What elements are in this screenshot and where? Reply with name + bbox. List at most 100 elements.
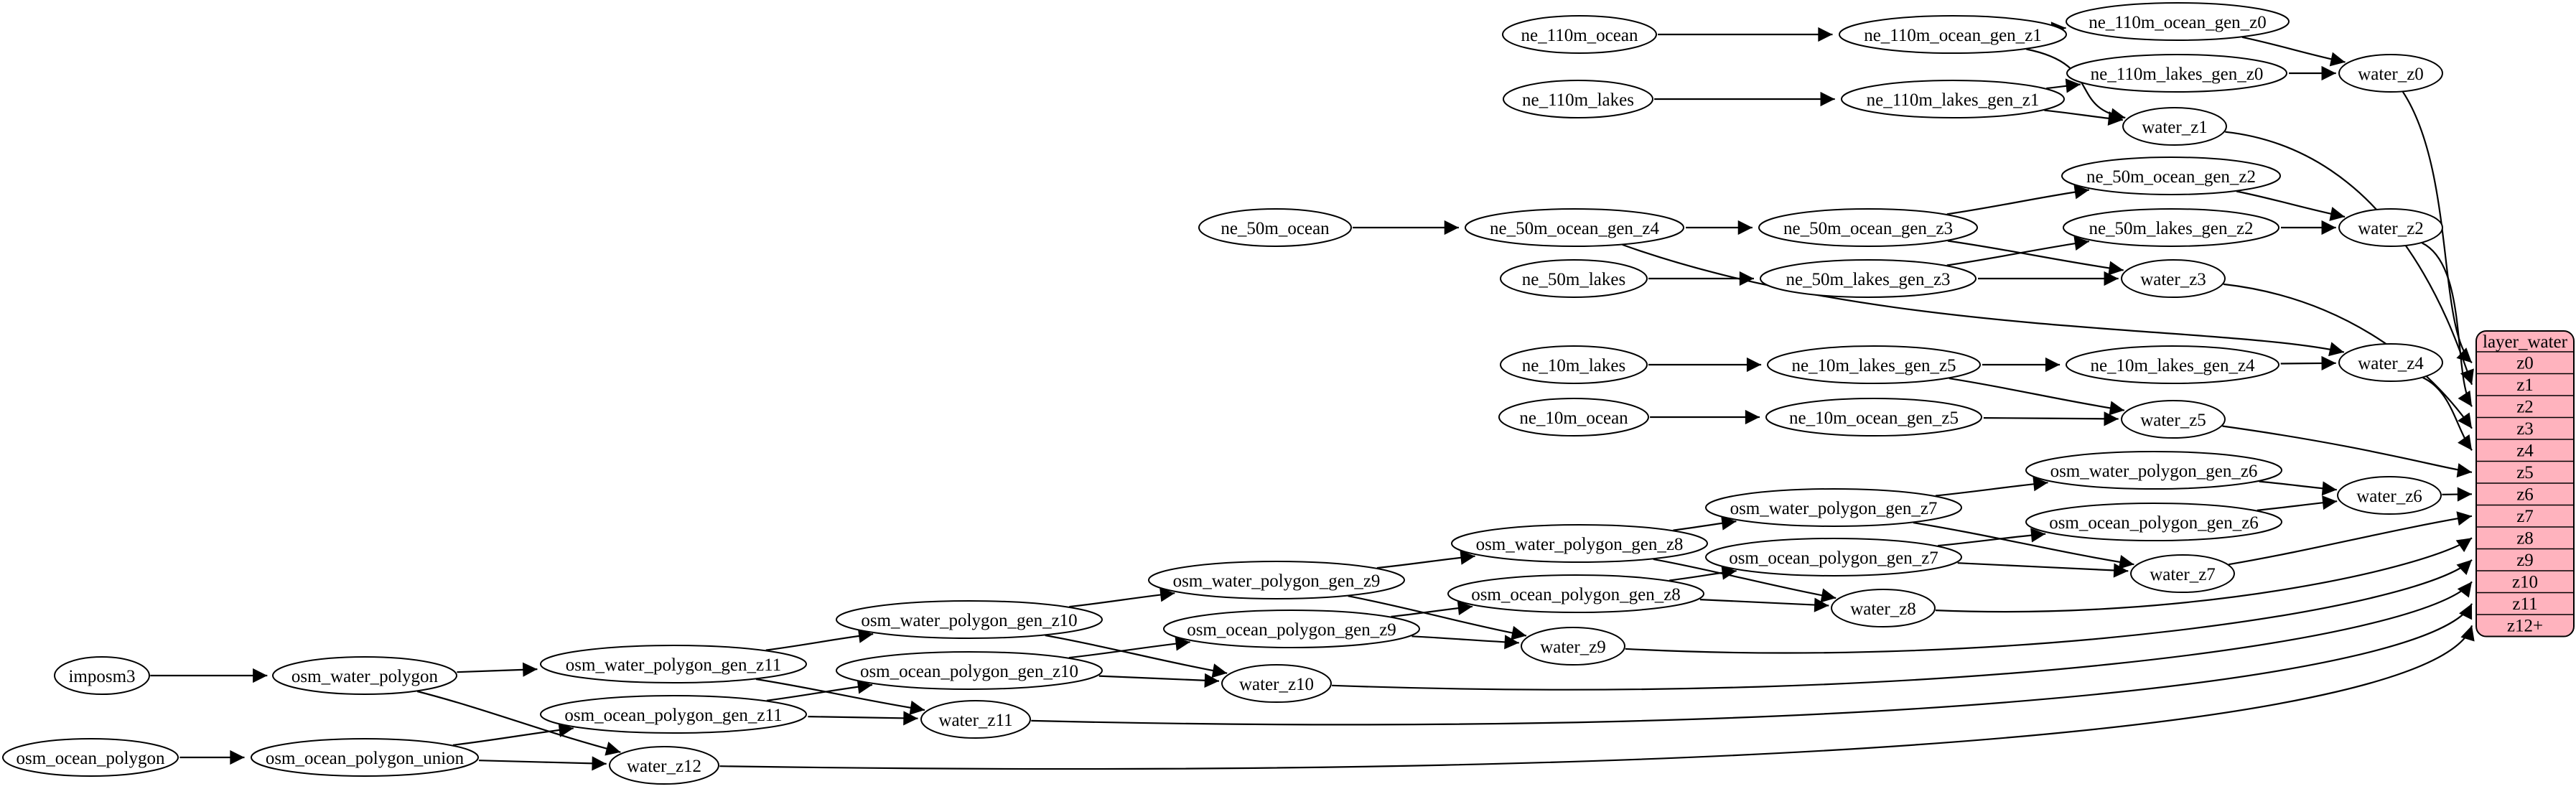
osm_water_polygon_gen_z8-ellipse	[1451, 524, 1708, 563]
edge-osm_ocean_polygon_gen_z7-to-water_z7	[1957, 562, 2129, 578]
node-ne_110m_ocean_gen_z0: ne_110m_ocean_gen_z0	[2066, 2, 2290, 41]
edge-osm_water_polygon-to-osm_water_polygon_gen_z11	[457, 662, 538, 677]
osm_water_polygon-label: osm_water_polygon	[291, 667, 439, 686]
edge-water_z0-to-layer_water-z0	[2402, 91, 2473, 364]
edge-osm_ocean_polygon_union-to-water_z12	[479, 756, 607, 771]
osm_water_polygon_gen_z6-ellipse	[2025, 451, 2282, 490]
edge-water_z10-to-layer_water-z10	[1332, 581, 2473, 691]
ne_50m_lakes-label: ne_50m_lakes	[1522, 270, 1625, 289]
node-ne_50m_ocean_gen_z3: ne_50m_ocean_gen_z3	[1758, 208, 1978, 247]
water_z12-ellipse	[609, 746, 719, 785]
osm_water_polygon_gen_z6-label: osm_water_polygon_gen_z6	[2050, 462, 2258, 481]
ne_110m_lakes_gen_z1-ellipse	[1841, 80, 2065, 118]
nodes-layer: ne_110m_ocean ne_110m_ocean_gen_z1 ne_110m…	[2, 2, 2443, 785]
ne_10m_lakes_gen_z4-label: ne_10m_lakes_gen_z4	[2090, 356, 2255, 375]
osm_ocean_polygon_gen_z7-label: osm_ocean_polygon_gen_z7	[1729, 548, 1938, 568]
ne_10m_lakes-label: ne_10m_lakes	[1522, 356, 1625, 375]
edge-osm_water_polygon_gen_z10-to-water_z10	[1045, 634, 1228, 678]
ne_110m_lakes_gen_z0-ellipse	[2066, 54, 2287, 93]
water_z7-ellipse	[2130, 554, 2235, 593]
node-ne_50m_ocean_gen_z2: ne_50m_ocean_gen_z2	[2061, 157, 2281, 195]
node-ne_110m_lakes_gen_z1: ne_110m_lakes_gen_z1	[1841, 80, 2065, 118]
table-layer: layer_waterz0z1z2z3z4z5z6z7z8z9z10z11z12…	[2475, 330, 2575, 638]
node-osm_water_polygon_gen_z10: osm_water_polygon_gen_z10	[836, 600, 1103, 639]
edge-ne_50m_ocean_gen_z2-to-water_z2	[2236, 190, 2346, 221]
edge-osm_ocean_polygon_gen_z11-to-water_z11	[808, 711, 918, 726]
edge-osm_water_polygon-to-water_z12	[416, 690, 621, 756]
water_z0-ellipse	[2338, 54, 2443, 93]
water_z0-label: water_z0	[2358, 65, 2424, 84]
layer-water-row-z0: z0	[2516, 354, 2534, 373]
edge-osm_ocean_polygon_union-to-osm_ocean_polygon_gen_z11	[452, 722, 574, 746]
ne_50m_lakes-ellipse	[1500, 259, 1648, 298]
node-ne_10m_ocean: ne_10m_ocean	[1498, 398, 1649, 436]
node-water_z2: water_z2	[2338, 208, 2443, 247]
ne_10m_lakes_gen_z5-ellipse	[1767, 345, 1981, 384]
layer-water-row-z8: z8	[2516, 529, 2534, 548]
ne_50m_lakes_gen_z3-label: ne_50m_lakes_gen_z3	[1786, 270, 1950, 289]
ne_50m_lakes_gen_z3-ellipse	[1760, 259, 1977, 298]
osm_ocean_polygon_gen_z10-label: osm_ocean_polygon_gen_z10	[860, 662, 1078, 681]
edge-ne_50m_ocean_gen_z3-to-ne_50m_ocean_gen_z2	[1946, 185, 2090, 215]
edge-ne_10m_ocean_gen_z5-to-water_z5	[1983, 411, 2119, 426]
edge-water_z11-to-layer_water-z11	[1031, 603, 2473, 726]
water_z2-ellipse	[2338, 208, 2443, 247]
node-ne_50m_lakes_gen_z3: ne_50m_lakes_gen_z3	[1760, 259, 1977, 298]
edge-water_z5-to-layer_water-z5	[2222, 425, 2473, 478]
edge-water_z1-to-layer_water-z1	[2225, 131, 2474, 386]
edge-osm_water_polygon_gen_z7-to-osm_water_polygon_gen_z6	[1935, 477, 2048, 497]
water_z10-ellipse	[1221, 664, 1332, 703]
ne_50m_ocean_gen_z4-label: ne_50m_ocean_gen_z4	[1490, 219, 1660, 238]
water_z5-ellipse	[2121, 400, 2226, 439]
ne_110m_lakes-label: ne_110m_lakes	[1522, 90, 1634, 110]
osm_ocean_polygon_union-ellipse	[251, 738, 479, 777]
layer-water-row-z2: z2	[2516, 398, 2534, 417]
ne_110m_lakes_gen_z0-label: ne_110m_lakes_gen_z0	[2091, 65, 2264, 84]
edge-ne_110m_ocean_gen_z0-to-water_z0	[2241, 36, 2346, 67]
ne_50m_ocean_gen_z2-label: ne_50m_ocean_gen_z2	[2086, 167, 2256, 187]
edge-ne_50m_ocean_gen_z3-to-water_z3	[1947, 240, 2124, 276]
node-osm_ocean_polygon_gen_z10: osm_ocean_polygon_gen_z10	[836, 651, 1103, 690]
osm_ocean_polygon-label: osm_ocean_polygon	[17, 749, 165, 768]
edge-ne_110m_ocean_gen_z1-to-water_z1	[2026, 48, 2126, 123]
edge-water_z4-to-layer_water-z4	[2422, 377, 2473, 451]
node-osm_ocean_polygon_union: osm_ocean_polygon_union	[251, 738, 479, 777]
water_z9-ellipse	[1521, 627, 1625, 666]
ne_10m_ocean-ellipse	[1498, 398, 1649, 436]
node-water_z6: water_z6	[2337, 476, 2442, 515]
osm_water_polygon_gen_z8-label: osm_water_polygon_gen_z8	[1476, 535, 1684, 554]
node-ne_10m_lakes_gen_z5: ne_10m_lakes_gen_z5	[1767, 345, 1981, 384]
node-osm_ocean_polygon_gen_z7: osm_ocean_polygon_gen_z7	[1705, 538, 1962, 576]
ne_50m_ocean_gen_z3-label: ne_50m_ocean_gen_z3	[1783, 219, 1953, 238]
node-ne_50m_lakes_gen_z2: ne_50m_lakes_gen_z2	[2063, 208, 2279, 247]
ne_50m_ocean-ellipse	[1198, 208, 1352, 247]
node-ne_110m_lakes_gen_z0: ne_110m_lakes_gen_z0	[2066, 54, 2287, 93]
node-water_z0: water_z0	[2338, 54, 2443, 93]
layer-water-row-z10: z10	[2512, 573, 2538, 592]
ne_110m_ocean_gen_z0-ellipse	[2066, 2, 2290, 41]
osm_water_polygon_gen_z9-label: osm_water_polygon_gen_z9	[1173, 571, 1381, 591]
water_z2-label: water_z2	[2358, 219, 2424, 238]
node-ne_10m_ocean_gen_z5: ne_10m_ocean_gen_z5	[1765, 398, 1982, 436]
ne_110m_lakes_gen_z1-label: ne_110m_lakes_gen_z1	[1867, 90, 2040, 110]
edge-osm_water_polygon_gen_z10-to-osm_water_polygon_gen_z9	[1069, 587, 1175, 608]
node-ne_50m_lakes: ne_50m_lakes	[1500, 259, 1648, 298]
osm_water_polygon_gen_z10-ellipse	[836, 600, 1103, 639]
node-ne_50m_ocean: ne_50m_ocean	[1198, 208, 1352, 247]
node-water_z5: water_z5	[2121, 400, 2226, 439]
osm_ocean_polygon_gen_z9-ellipse	[1163, 610, 1420, 648]
layer-water-table: layer_waterz0z1z2z3z4z5z6z7z8z9z10z11z12…	[2475, 330, 2575, 638]
ne_110m_lakes-ellipse	[1503, 80, 1653, 118]
ne_50m_lakes_gen_z2-label: ne_50m_lakes_gen_z2	[2089, 219, 2253, 238]
layer-water-row-z3: z3	[2516, 419, 2534, 439]
node-osm_water_polygon_gen_z11: osm_water_polygon_gen_z11	[540, 645, 807, 683]
edge-osm_ocean_polygon_gen_z10-to-osm_ocean_polygon_gen_z9	[1068, 636, 1190, 659]
edges-layer	[150, 22, 2475, 771]
ne_110m_ocean_gen_z1-label: ne_110m_ocean_gen_z1	[1864, 26, 2042, 45]
imposm3-label: imposm3	[68, 667, 135, 686]
ne_10m_lakes-ellipse	[1500, 345, 1648, 384]
edge-ne_10m_lakes_gen_z4-to-water_z4	[2280, 355, 2336, 371]
ne_110m_ocean-label: ne_110m_ocean	[1521, 26, 1638, 45]
